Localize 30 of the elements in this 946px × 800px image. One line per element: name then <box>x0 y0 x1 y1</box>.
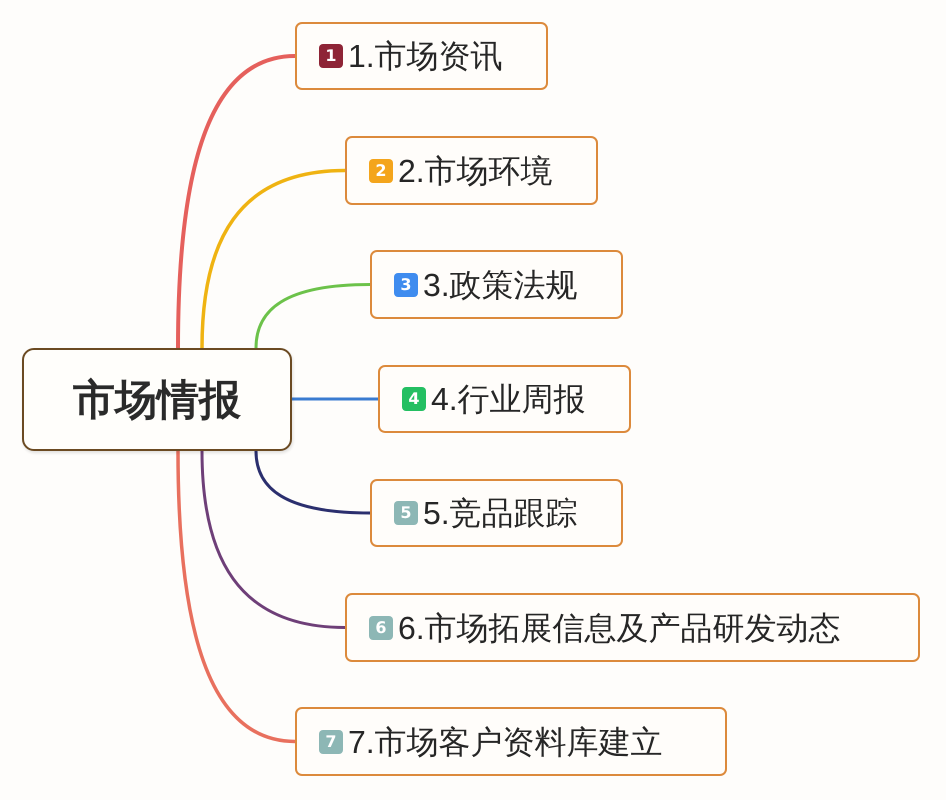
topic-box <box>345 593 920 662</box>
number-badge: 6 <box>369 616 393 640</box>
branch-line <box>254 450 372 514</box>
branch-line <box>176 449 297 744</box>
branch-line <box>200 450 346 629</box>
number-badge: 1 <box>319 44 343 68</box>
topic-label: 2.市场环境 <box>398 152 553 190</box>
number-badge: 4 <box>402 387 426 411</box>
number-badge: 7 <box>319 730 343 754</box>
topic-box <box>378 365 631 433</box>
topic-box <box>345 136 598 205</box>
central-topic-box <box>22 348 292 451</box>
topic-label: 3.政策法规 <box>423 266 578 304</box>
topic-box <box>295 707 727 776</box>
topic-box <box>370 479 623 547</box>
topic-label: 6.市场拓展信息及产品研发动态 <box>398 608 841 648</box>
topic-box <box>295 22 548 90</box>
topic-box <box>370 250 623 319</box>
topic-label: 市场情报 <box>73 374 241 426</box>
branch-line <box>176 54 297 350</box>
branch-line <box>290 398 380 400</box>
branch-line <box>254 283 372 350</box>
number-badge: 5 <box>394 501 418 525</box>
topic-label: 7.市场客户资料库建立 <box>348 722 663 762</box>
topic-label: 1.市场资讯 <box>348 37 503 76</box>
topic-label: 4.行业周报 <box>431 380 586 419</box>
number-badge: 2 <box>369 158 393 182</box>
topic-label: 5.竞品跟踪 <box>423 494 578 533</box>
branch-line <box>200 168 347 350</box>
number-badge: 3 <box>394 272 418 296</box>
